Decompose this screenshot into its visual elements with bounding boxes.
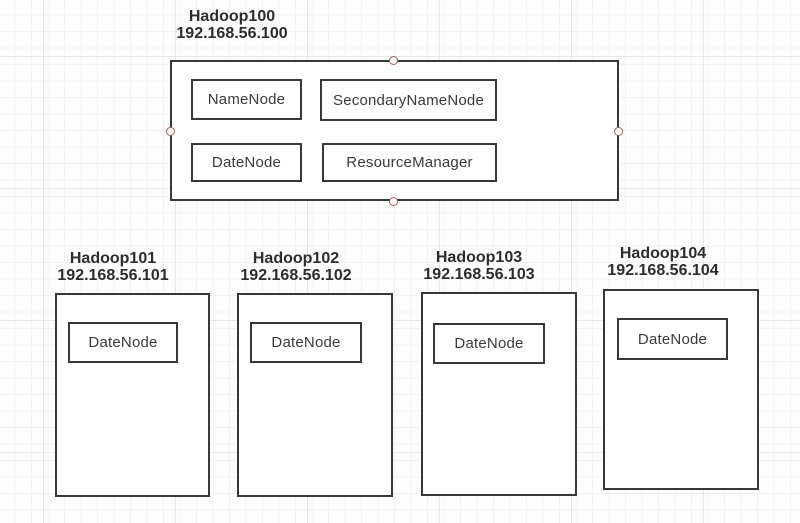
worker-hostname: Hadoop103 — [435, 249, 523, 266]
worker-ip-address: 192.168.56.104 — [607, 262, 719, 279]
master-node-title: Hadoop100 192.168.56.100 — [132, 8, 332, 42]
connection-handle-bottom[interactable] — [389, 197, 398, 206]
master-hostname: Hadoop100 — [188, 8, 276, 25]
worker-node-title: Hadoop104 192.168.56.104 — [583, 245, 743, 279]
worker-hostname: Hadoop104 — [619, 245, 707, 262]
worker-ip-address: 192.168.56.101 — [57, 267, 169, 284]
worker-node-title: Hadoop103 192.168.56.103 — [399, 249, 559, 283]
component-datenode-worker[interactable]: DateNode — [250, 322, 362, 363]
master-ip-address: 192.168.56.100 — [176, 25, 288, 42]
worker-node-title: Hadoop101 192.168.56.101 — [33, 250, 193, 284]
connection-handle-right[interactable] — [614, 127, 623, 136]
component-secondarynamenode[interactable]: SecondaryNameNode — [320, 79, 497, 121]
component-namenode[interactable]: NameNode — [191, 79, 302, 120]
component-datenode-master[interactable]: DateNode — [191, 143, 302, 182]
component-datenode-worker[interactable]: DateNode — [433, 323, 545, 364]
worker-ip-address: 192.168.56.103 — [423, 266, 535, 283]
component-datenode-worker[interactable]: DateNode — [68, 322, 178, 363]
worker-hostname: Hadoop102 — [252, 250, 340, 267]
worker-ip-address: 192.168.56.102 — [240, 267, 352, 284]
component-resourcemanager[interactable]: ResourceManager — [322, 143, 497, 182]
connection-handle-left[interactable] — [166, 127, 175, 136]
component-datenode-worker[interactable]: DateNode — [617, 318, 728, 360]
worker-node-title: Hadoop102 192.168.56.102 — [216, 250, 376, 284]
connection-handle-top[interactable] — [389, 56, 398, 65]
worker-hostname: Hadoop101 — [69, 250, 157, 267]
